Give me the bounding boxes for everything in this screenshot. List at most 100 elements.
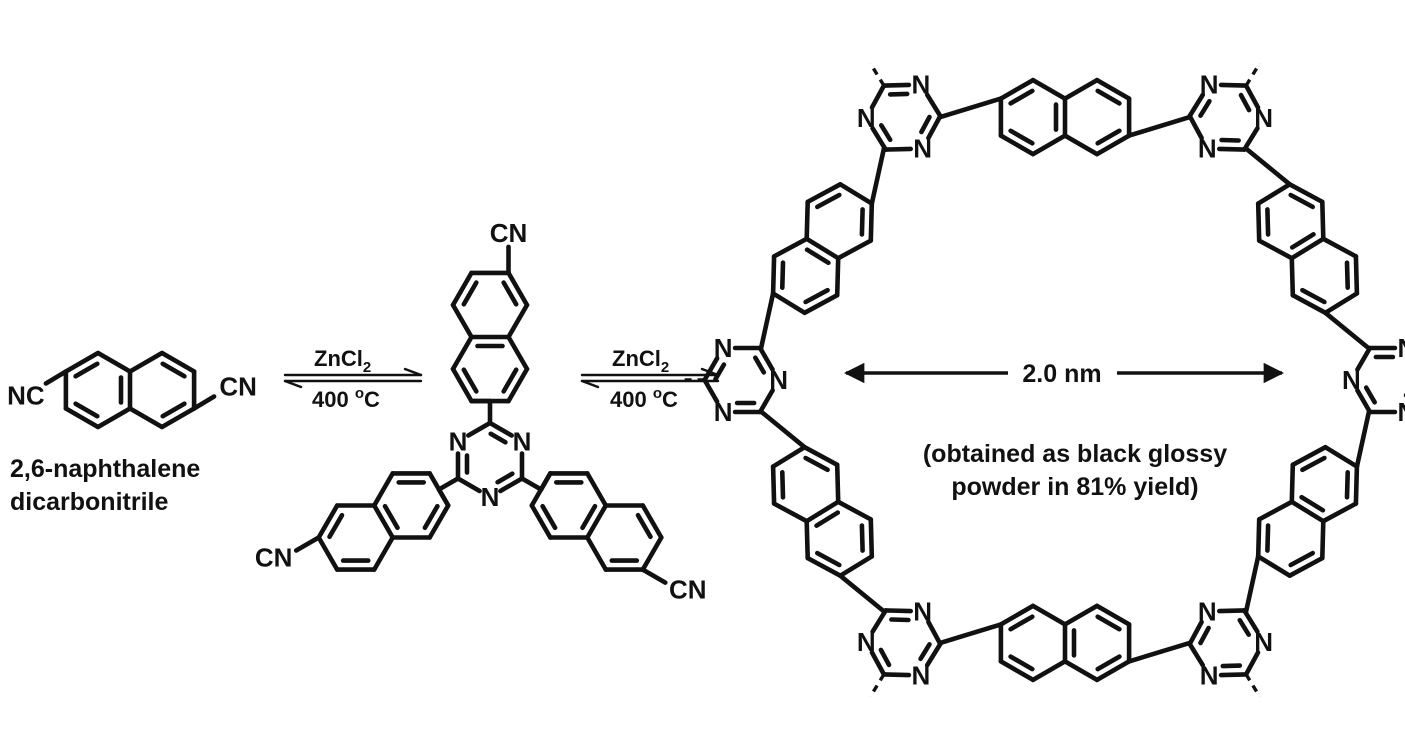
framework-triazine-0-nitrogen: N xyxy=(1198,134,1217,164)
reverse-half-head-2 xyxy=(580,379,600,389)
framework-linker-5-ring-b-bond xyxy=(1062,77,1100,101)
framework-linker-4-ring-b-bond xyxy=(835,238,874,261)
sm-nitrile-right: CN xyxy=(219,372,257,402)
starting-material-ring-a-bond xyxy=(95,350,133,374)
framework-linker-2-ring-b-double xyxy=(1008,614,1035,632)
framework-linker-1-ring-b-bond xyxy=(1256,499,1295,522)
framework-triazine-2-bond xyxy=(1218,672,1249,678)
framework-triazine-5-nitrogen: N xyxy=(913,134,932,164)
framework-linker-1-ring-b-bond xyxy=(1287,555,1325,579)
trimer-arm-0-ring-a-bond xyxy=(450,366,474,404)
framework-linker-1-ring-a-bond xyxy=(1289,499,1326,524)
framework-triazine-3-double xyxy=(918,641,932,662)
framework-linker-5-ring-a-bond xyxy=(998,77,1036,101)
framework-linker-2-ring-a-double xyxy=(1095,654,1122,672)
framework-linker-5-ring-b-double xyxy=(1095,128,1122,146)
framework-linker-4-ring-a-bond xyxy=(802,292,840,316)
framework-triazine-4-bond xyxy=(757,345,775,372)
framework-linker-0-ring-b-double xyxy=(1300,287,1327,305)
framework-linker-0-ring-b-double xyxy=(1344,260,1350,291)
starting-material-name-line2: dicarbonitrile xyxy=(10,488,168,516)
framework-linker-2-ring-a-bond xyxy=(1094,603,1132,627)
sm-cn-bond-right xyxy=(191,394,217,411)
framework-triazine-4-bond xyxy=(757,388,775,415)
trimer-arm-1-ring-a-bond xyxy=(529,503,553,540)
pore-size-label: 2.0 nm xyxy=(1022,360,1101,388)
framework-linker-4-ring-a-bond xyxy=(771,236,810,259)
framework-linker-3-ring-a-double xyxy=(859,523,865,553)
framework-linker-3-ring-b-bond xyxy=(771,501,810,524)
framework-linker-4-ring-b-bond xyxy=(805,182,843,205)
framework-triazine-1-bond xyxy=(1355,388,1373,415)
trimer-arm-1-ring-a-bond xyxy=(584,471,609,508)
trimer-arm-1-shared-double xyxy=(580,503,598,531)
sm-cn-bond-left xyxy=(43,369,69,386)
trimer-nitrile-1-bond xyxy=(640,567,668,585)
framework-triazine-4-bond xyxy=(702,355,720,383)
trimer-arm-0-ring-b-bond xyxy=(506,270,530,308)
trimer-triazine-nitrogen: N xyxy=(513,427,532,457)
framework-linker-0-ring-b-bond xyxy=(1290,292,1328,316)
framework-linker-0-ring-a-bond xyxy=(1320,199,1326,242)
framework-triazine-2-double xyxy=(1237,617,1251,638)
framework-triazine-2-nitrogen: N xyxy=(1254,627,1273,657)
framework-triazine-3-bond xyxy=(926,619,943,647)
framework-linker-1-ring-b-bond xyxy=(1255,517,1262,559)
framework-triazine-4-double xyxy=(713,362,727,382)
framework-linker-0-ring-b-bond xyxy=(1353,254,1360,296)
framework-linker-3-ring-a-bond xyxy=(868,517,875,559)
trimer-arm-0-ring-a-double xyxy=(501,367,519,394)
framework-linker-2-ring-b-double xyxy=(1008,654,1035,672)
starting-material-ring-a-double xyxy=(73,401,100,419)
trimer-arm-1-ring-b-bond xyxy=(584,535,609,572)
framework-linker-1-ring-b-double xyxy=(1288,550,1315,568)
pore-size-indicator: 2.0 nm xyxy=(843,360,1285,388)
framework-triazine-5-bond xyxy=(883,146,914,152)
framework-linker-1-ring-a-bond xyxy=(1353,464,1360,506)
framework-linker-1-ring-a-bond xyxy=(1290,444,1328,468)
framework-linker-4-ring-b-double xyxy=(859,207,865,237)
framework-triazine-4-bond xyxy=(702,377,720,405)
framework-link-a-2 xyxy=(1126,640,1192,664)
framework-linker-4-ring-a-double xyxy=(779,260,786,291)
trimer-triazine-double xyxy=(495,471,515,485)
step1-reagent: ZnCl2 xyxy=(314,346,371,376)
trimer-triazine-double xyxy=(488,431,508,445)
forward-half-head xyxy=(403,367,423,377)
framework-linker-1-ring-a-double xyxy=(1300,455,1327,473)
framework-triazine-0-nitrogen: N xyxy=(1200,70,1219,100)
trimer-link-1 xyxy=(519,476,544,492)
framework-extension-3 xyxy=(868,673,886,698)
framework-triazine-4-nitrogen: N xyxy=(769,365,788,395)
framework-linker-1-ring-b-double xyxy=(1265,523,1271,553)
trimer-nitrile-1-label: CN xyxy=(669,575,707,605)
framework-linker-4-ring-a-bond xyxy=(804,236,841,261)
framework-triazine-2-bond xyxy=(1243,650,1261,677)
framework-linker-3-ring-b-bond xyxy=(834,462,841,505)
framework-triazine-4-double xyxy=(752,355,767,375)
framework-linker-4-shared-double xyxy=(804,247,831,266)
framework-linker-0-ring-a-bond xyxy=(1287,182,1325,205)
framework-link-b-0 xyxy=(1323,310,1372,351)
trimer-nitrile-0-label: CN xyxy=(490,218,528,248)
trimer-arm-2-ring-b-bond xyxy=(316,503,340,540)
framework-linker-1-ring-b-bond xyxy=(1255,554,1292,579)
framework-linker-0-ring-b-bond xyxy=(1321,236,1359,259)
framework-link-a-0 xyxy=(1243,146,1292,187)
framework-linker-0-ring-a-double xyxy=(1288,192,1315,210)
framework-linker-1-ring-a-bond xyxy=(1323,444,1360,469)
starting-material-ring-b-double xyxy=(160,401,187,419)
framework-triazine-1-nitrogen: N xyxy=(1398,333,1405,363)
framework-triazine-0-bond xyxy=(1243,83,1261,110)
framework-triazine-3-nitrogen: N xyxy=(913,596,932,626)
framework-linker-4-ring-b-bond xyxy=(804,199,811,242)
trimer-link-join-1 xyxy=(538,471,553,492)
framework-linker-2-ring-b-bond xyxy=(998,603,1036,627)
framework-triazine-2-bond xyxy=(1217,608,1247,614)
framework-linker-4-ring-a-bond xyxy=(770,254,777,296)
framework-triazine-2-nitrogen: N xyxy=(1198,596,1217,626)
trimer-triazine-bond xyxy=(455,476,482,494)
framework-triazine-0-bond xyxy=(1217,146,1247,152)
framework-triazine-2-double xyxy=(1198,625,1211,646)
starting-material-ring-a-bond xyxy=(95,406,133,430)
